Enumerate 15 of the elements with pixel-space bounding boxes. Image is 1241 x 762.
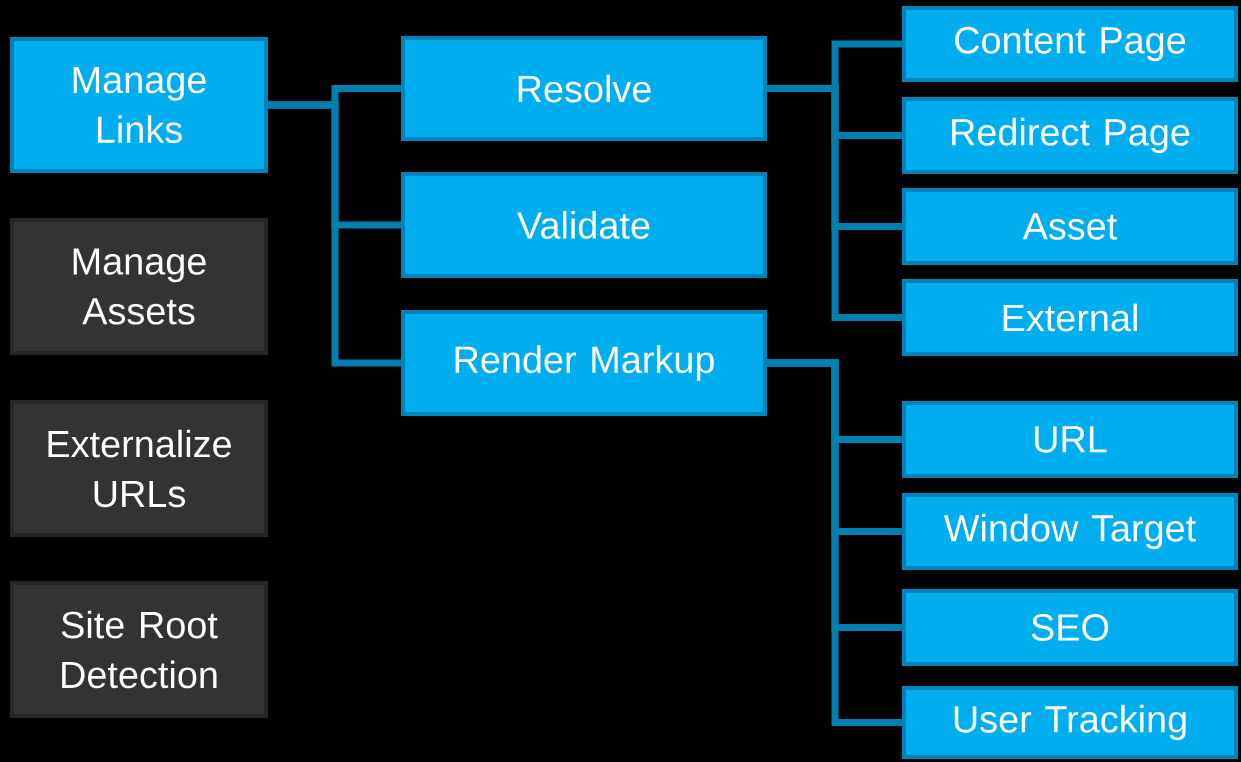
process-box: Render Markup	[401, 310, 767, 416]
process-box: Manage Links	[10, 37, 268, 173]
process-box: Externalize URLs	[10, 400, 268, 537]
process-box: Site Root Detection	[10, 581, 268, 718]
process-box: Window Target	[902, 493, 1238, 570]
process-box: Redirect Page	[902, 97, 1238, 174]
process-box: External	[902, 279, 1238, 356]
process-box: Content Page	[902, 6, 1238, 82]
process-box: User Tracking	[902, 686, 1238, 759]
process-box: Manage Assets	[10, 218, 268, 355]
process-box: Resolve	[401, 36, 767, 141]
process-box: Validate	[401, 172, 767, 278]
process-box: SEO	[902, 589, 1238, 666]
process-box: Asset	[902, 188, 1238, 265]
process-box: URL	[902, 401, 1238, 478]
